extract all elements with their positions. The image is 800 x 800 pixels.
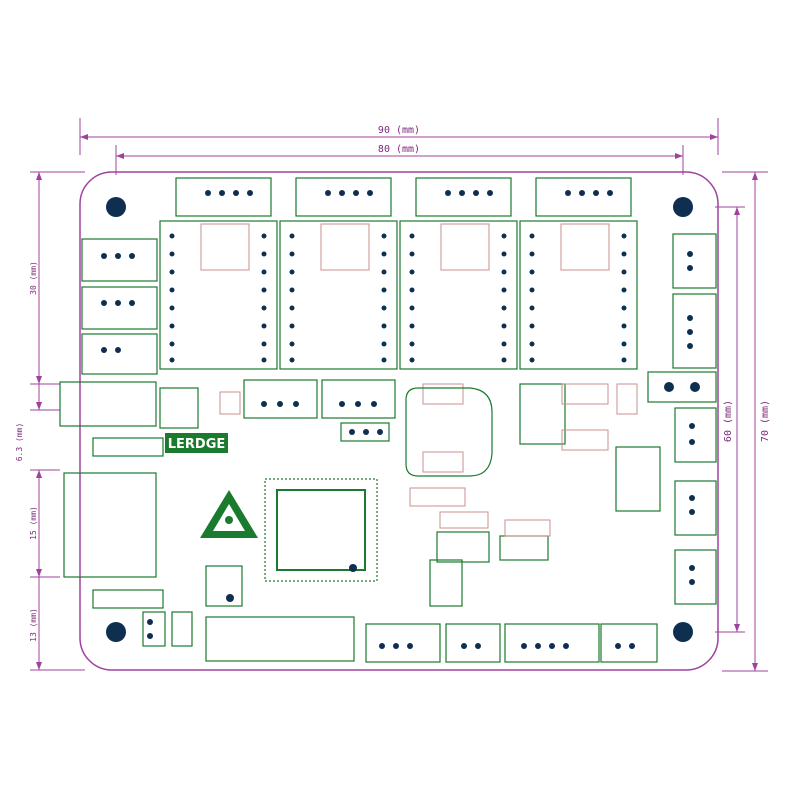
connector-pins [101,190,700,649]
dimension-lines [30,118,768,672]
board-outline [79,171,719,671]
brand-label-bg [165,433,228,453]
dim-label-60mm: 60 (mm) [723,400,734,442]
smd-pads [200,223,638,537]
dim-label-15mm: 15 (mm) [29,506,38,540]
driver-socket-pins [169,233,627,363]
dim-label-6-3mm: 6.3 (mm) [15,423,24,462]
dim-label-90mm: 90 (mm) [378,125,420,136]
dim-label-13mm: 13 (mm) [29,608,38,642]
dim-label-70mm: 70 (mm) [760,400,771,442]
esd-warning-icon [200,490,258,538]
mounting-hole-icon [106,197,693,642]
dim-label-30mm: 30 (mm) [29,261,38,295]
components [59,177,717,663]
inductor [405,387,493,477]
dim-label-80mm: 80 (mm) [378,144,420,155]
brand-label: LERDGE [168,437,226,452]
